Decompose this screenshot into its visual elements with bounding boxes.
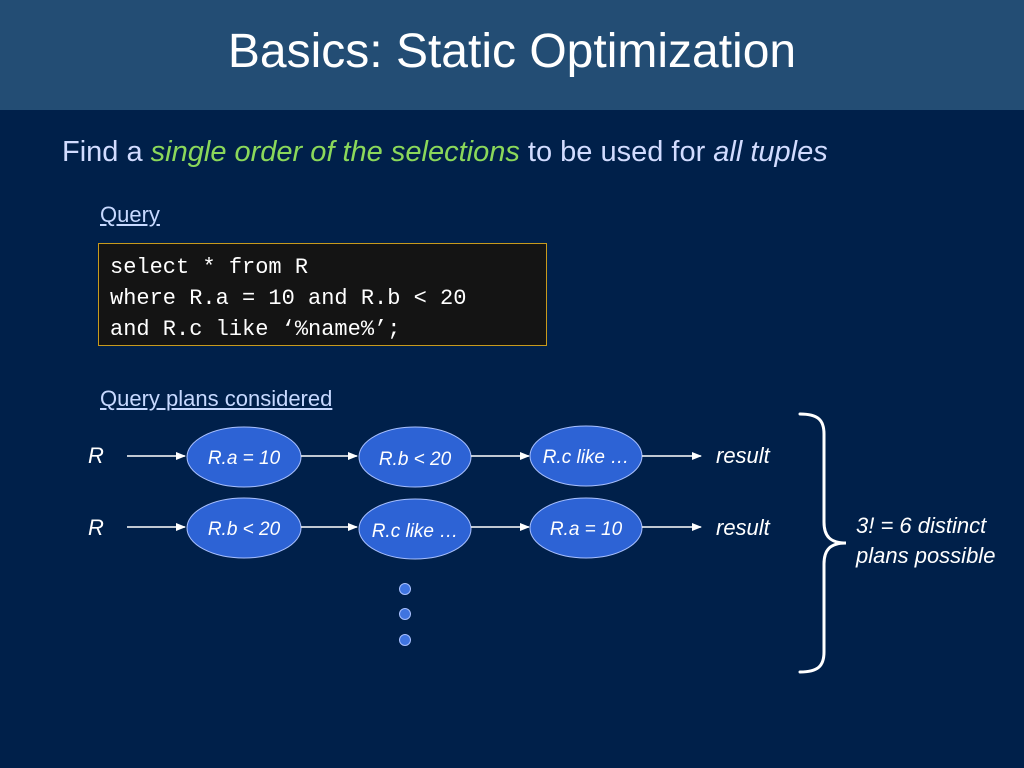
plan-1-node-2 bbox=[358, 426, 472, 488]
plan-2-output: result bbox=[716, 515, 771, 540]
plan-2-node-3-label: R.a = 10 bbox=[550, 519, 623, 540]
plan-1-node-1-label: R.a = 10 bbox=[208, 448, 281, 469]
query-code-box: select * from R where R.a = 10 and R.b <… bbox=[98, 243, 547, 346]
title-bar: Basics: Static Optimization bbox=[0, 0, 1024, 110]
plan-row-1: R R.a = 10 R.b < 20 R.c like … result bbox=[88, 425, 771, 488]
plan-1-node-2-label: R.b < 20 bbox=[379, 449, 452, 470]
brace-note: 3! = 6 distinct plans possible bbox=[856, 511, 1024, 571]
ellipsis-dots bbox=[399, 583, 411, 646]
code-line-2: where R.a = 10 and R.b < 20 bbox=[110, 286, 467, 311]
plan-2-node-1-label: R.b < 20 bbox=[208, 519, 281, 540]
plan-row-2: R R.b < 20 R.c like … R.a = 10 result bbox=[88, 497, 771, 560]
subtitle-emphasis: all tuples bbox=[713, 136, 828, 168]
plan-2-node-1 bbox=[186, 497, 302, 559]
plan-2-node-2-label: R.c like … bbox=[372, 521, 459, 542]
plan-1-input: R bbox=[88, 443, 104, 468]
code-line-1: select * from R bbox=[110, 255, 309, 280]
plans-label: Query plans considered bbox=[100, 386, 333, 411]
subtitle-part2: to be used for bbox=[519, 136, 714, 168]
slide-title: Basics: Static Optimization bbox=[227, 24, 797, 78]
plan-1-node-3-label: R.c like … bbox=[543, 447, 630, 468]
plan-2-input: R bbox=[88, 515, 104, 540]
brace-note-line-2: plans possible bbox=[856, 543, 996, 568]
plan-1-node-1 bbox=[186, 426, 302, 488]
dot-2 bbox=[399, 608, 411, 620]
plan-1-output: result bbox=[716, 443, 771, 468]
plan-2-node-2 bbox=[358, 498, 472, 560]
query-label: Query bbox=[100, 202, 160, 227]
subtitle-part1: Find a bbox=[62, 136, 151, 168]
code-line-3: and R.c like ‘%name%’; bbox=[110, 317, 401, 342]
brace-note-line-1: 3! = 6 distinct bbox=[856, 513, 987, 538]
dot-3 bbox=[399, 634, 411, 646]
slide-subtitle: Find a single order of the selections to… bbox=[62, 136, 828, 169]
curly-brace bbox=[798, 412, 847, 674]
dot-1 bbox=[399, 583, 411, 595]
plan-2-node-3 bbox=[529, 497, 643, 559]
subtitle-highlight: single order of the selections bbox=[150, 136, 520, 168]
